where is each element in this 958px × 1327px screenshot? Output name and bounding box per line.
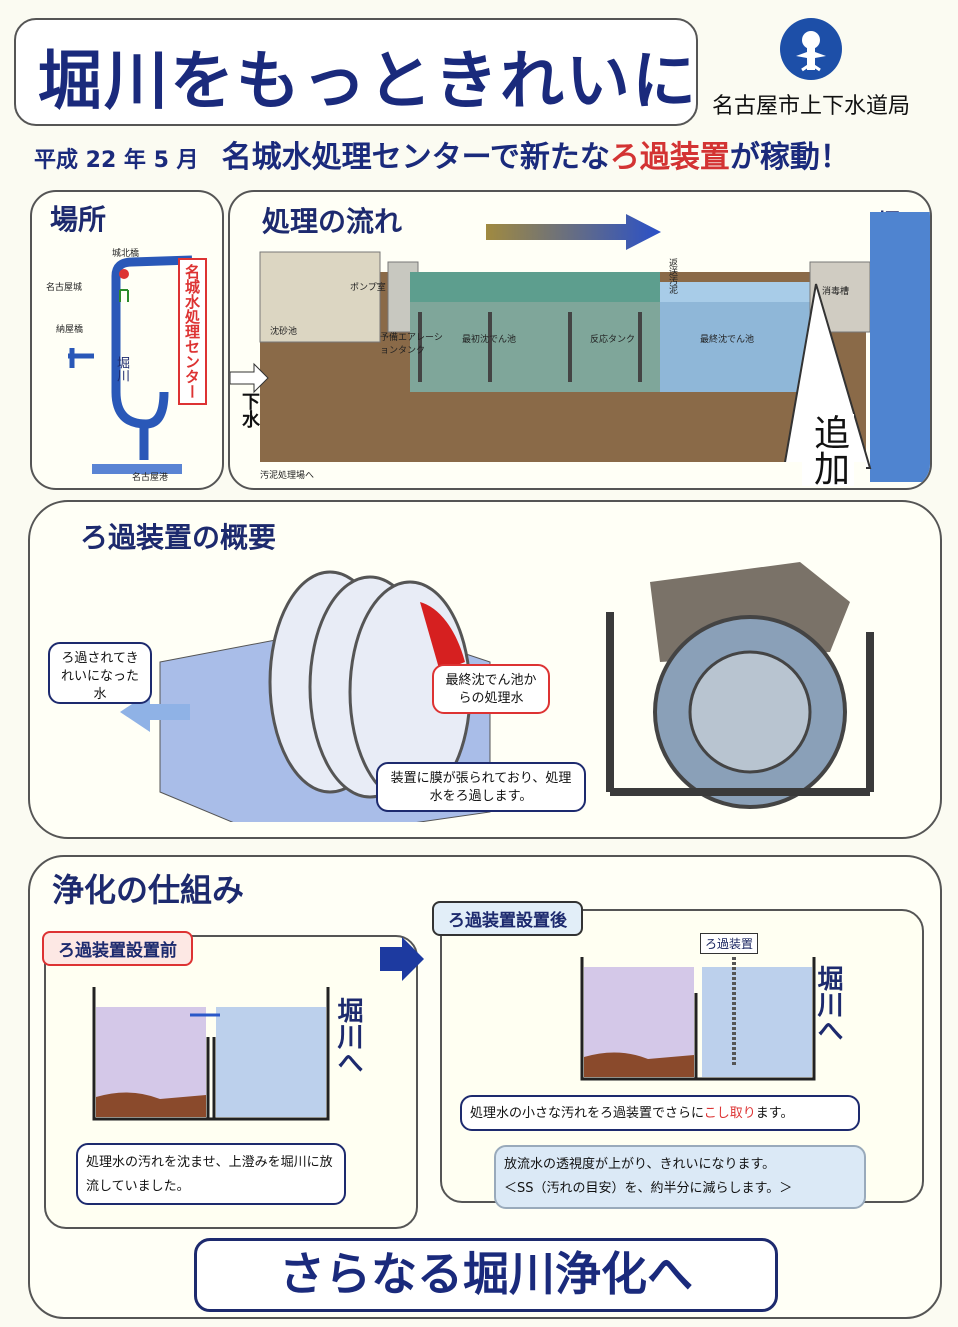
after-description-text: 処理水の小さな汚れをろ過装置でさらに xyxy=(470,1106,704,1121)
location-panel: 場所 城北橋 名古屋城 納屋橋 堀川 名古屋港 名城水処理センター xyxy=(30,190,224,490)
subtitle-text-end: が稼動！ xyxy=(729,140,850,175)
sludge-destination: 汚泥処理場へ xyxy=(260,471,315,481)
before-tank-diagram xyxy=(92,987,330,1121)
compare-arrow-icon xyxy=(380,937,424,981)
map-label-horikawa: 堀川 xyxy=(114,356,129,382)
organization-name: 名古屋市上下水道局 xyxy=(712,94,911,119)
callout-membrane: 装置に膜が張られており、処理水をろ過します。 xyxy=(376,762,586,812)
stage-final-settling: 最終沈でん池 xyxy=(700,335,755,345)
filter-device-photo xyxy=(606,562,874,809)
overview-title: ろ過装置の概要 xyxy=(80,521,277,554)
filter-overview-panel: ろ過装置の概要 ろ過されてきれいになった水 最終沈でん池からの処理水 装置に膜が… xyxy=(28,500,942,839)
before-tag: ろ過装置設置前 xyxy=(42,931,193,966)
stage-grit-chamber: 沈砂池 xyxy=(270,327,298,337)
stage-reaction-tank: 反応タンク xyxy=(590,335,636,345)
stage-primary-settling: 最初沈でん池 xyxy=(462,335,517,345)
page-title: 堀川をもっときれいに xyxy=(38,45,698,119)
center-location-label: 名城水処理センター xyxy=(178,258,207,405)
result-description: 放流水の透視度が上がり、きれいになります。 ＜SS（汚れの目安）を、約半分に減ら… xyxy=(494,1145,866,1209)
result-text-line-1: 放流水の透視度が上がり、きれいになります。 xyxy=(504,1157,776,1172)
subtitle-text: 名城水処理センターで新たな xyxy=(221,140,610,175)
added-label: 追加 xyxy=(802,414,854,486)
flow-title: 処理の流れ xyxy=(262,205,403,238)
location-map xyxy=(68,255,193,474)
device-tag: ろ過装置 xyxy=(700,933,759,954)
stage-disinfection: 消毒槽 xyxy=(822,287,850,297)
map-label-nagoya-port: 名古屋港 xyxy=(132,473,169,483)
after-tag: ろ過装置設置後 xyxy=(432,901,583,936)
map-label-nagoya-castle: 名古屋城 xyxy=(46,283,83,293)
location-title: 場所 xyxy=(50,203,107,236)
inlet-label: 下水 xyxy=(239,392,260,428)
after-description: 処理水の小さな汚れをろ過装置でさらにこし取ります。 xyxy=(460,1095,860,1131)
subtitle: 平成 22 年 5 月 名城水処理センターで新たなろ過装置が稼動！ xyxy=(34,132,934,175)
result-text-line-2: ＜SS（汚れの目安）を、約半分に減らします。＞ xyxy=(504,1181,793,1196)
purification-mechanism-panel: 浄化の仕組み ろ過装置設置前 堀川へ 処理水の汚れを沈ませ、上澄みを堀川に放流し… xyxy=(28,855,942,1319)
process-flow-panel: 処理の流れ 堀川 下水 ポンプ室 沈砂池 予備エアレーションタンク 最初沈でん池… xyxy=(228,190,932,490)
treatment-plant-diagram xyxy=(230,212,930,482)
before-to-river: 堀川へ xyxy=(333,997,363,1075)
stage-pre-aeration: 予備エアレーションタンク xyxy=(380,333,443,356)
map-label-naya-bridge: 納屋橋 xyxy=(56,325,84,335)
slogan-text: さらなる堀川浄化へ xyxy=(279,1247,693,1301)
stage-pump-room: ポンプ室 xyxy=(350,283,386,293)
launch-date: 平成 22 年 5 月 xyxy=(34,148,199,173)
after-description-highlight: こし取り xyxy=(703,1106,756,1121)
logo-mark-icon xyxy=(780,18,842,80)
slogan-box: さらなる堀川浄化へ xyxy=(194,1238,778,1312)
after-tank-diagram xyxy=(580,957,816,1081)
subtitle-highlight: ろ過装置 xyxy=(609,140,730,175)
after-description-end: ます。 xyxy=(755,1106,794,1121)
before-description: 処理水の汚れを沈ませ、上澄みを堀川に放流していました。 xyxy=(76,1143,346,1205)
map-label-johoku-bridge: 城北橋 xyxy=(112,249,140,259)
flow-arrow-icon xyxy=(486,214,661,250)
after-to-river: 堀川へ xyxy=(813,965,843,1043)
callout-clean-water: ろ過されてきれいになった水 xyxy=(48,642,152,704)
title-box: 堀川をもっときれいに xyxy=(14,18,698,126)
stage-return-sludge: 返送汚泥 xyxy=(667,258,677,294)
mechanism-title: 浄化の仕組み xyxy=(52,871,245,909)
callout-input-water: 最終沈でん池からの処理水 xyxy=(432,664,550,714)
